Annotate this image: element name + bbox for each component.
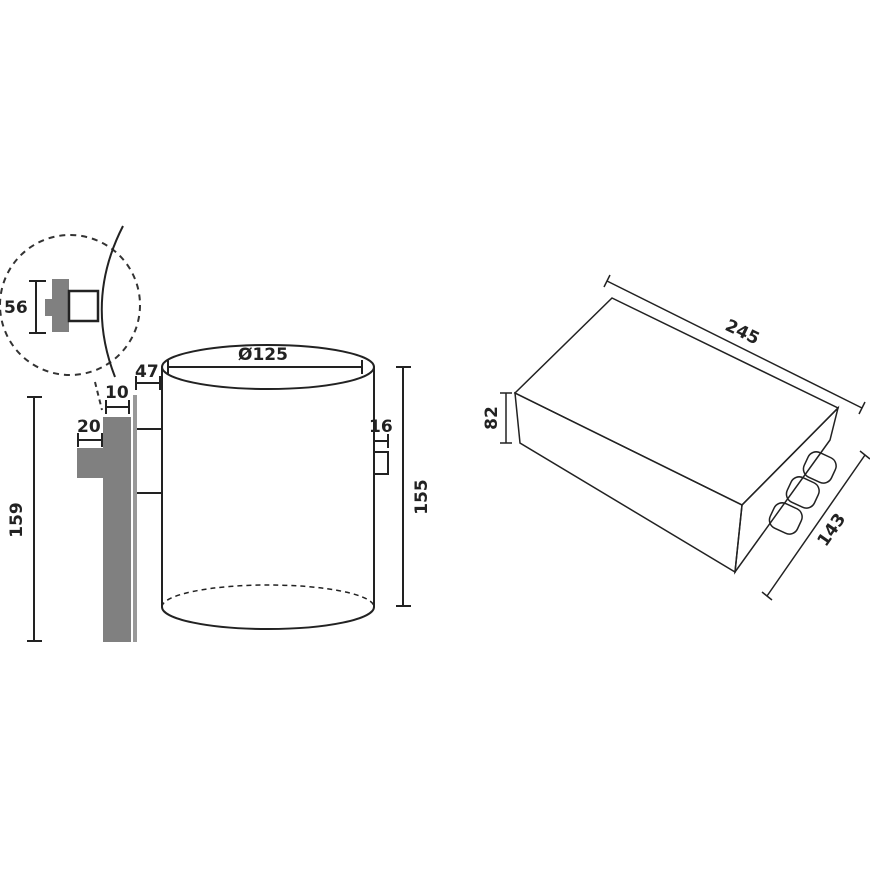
- sensor-label: 16: [369, 417, 393, 437]
- body-height-label: 155: [412, 479, 432, 515]
- diameter-label: Ø125: [238, 345, 288, 365]
- length-label: 245: [722, 316, 763, 350]
- box-width-label: 143: [814, 510, 851, 551]
- connector-plugs: [768, 451, 837, 535]
- wall-gap-label: 10: [105, 383, 129, 403]
- height-dimensions: 159 155: [7, 366, 432, 642]
- wall-mount: 10 20 47: [77, 362, 162, 642]
- total-height-label: 159: [7, 502, 27, 538]
- base-depth-label: 20: [77, 417, 101, 437]
- box-height-label: 82: [482, 406, 502, 430]
- detail-view: 56: [0, 225, 141, 411]
- lamp-cylinder: Ø125 16: [161, 344, 393, 630]
- arm-length-label: 47: [135, 362, 159, 382]
- detail-height-label: 56: [4, 298, 28, 318]
- driver-box: 245 82 143: [482, 274, 870, 601]
